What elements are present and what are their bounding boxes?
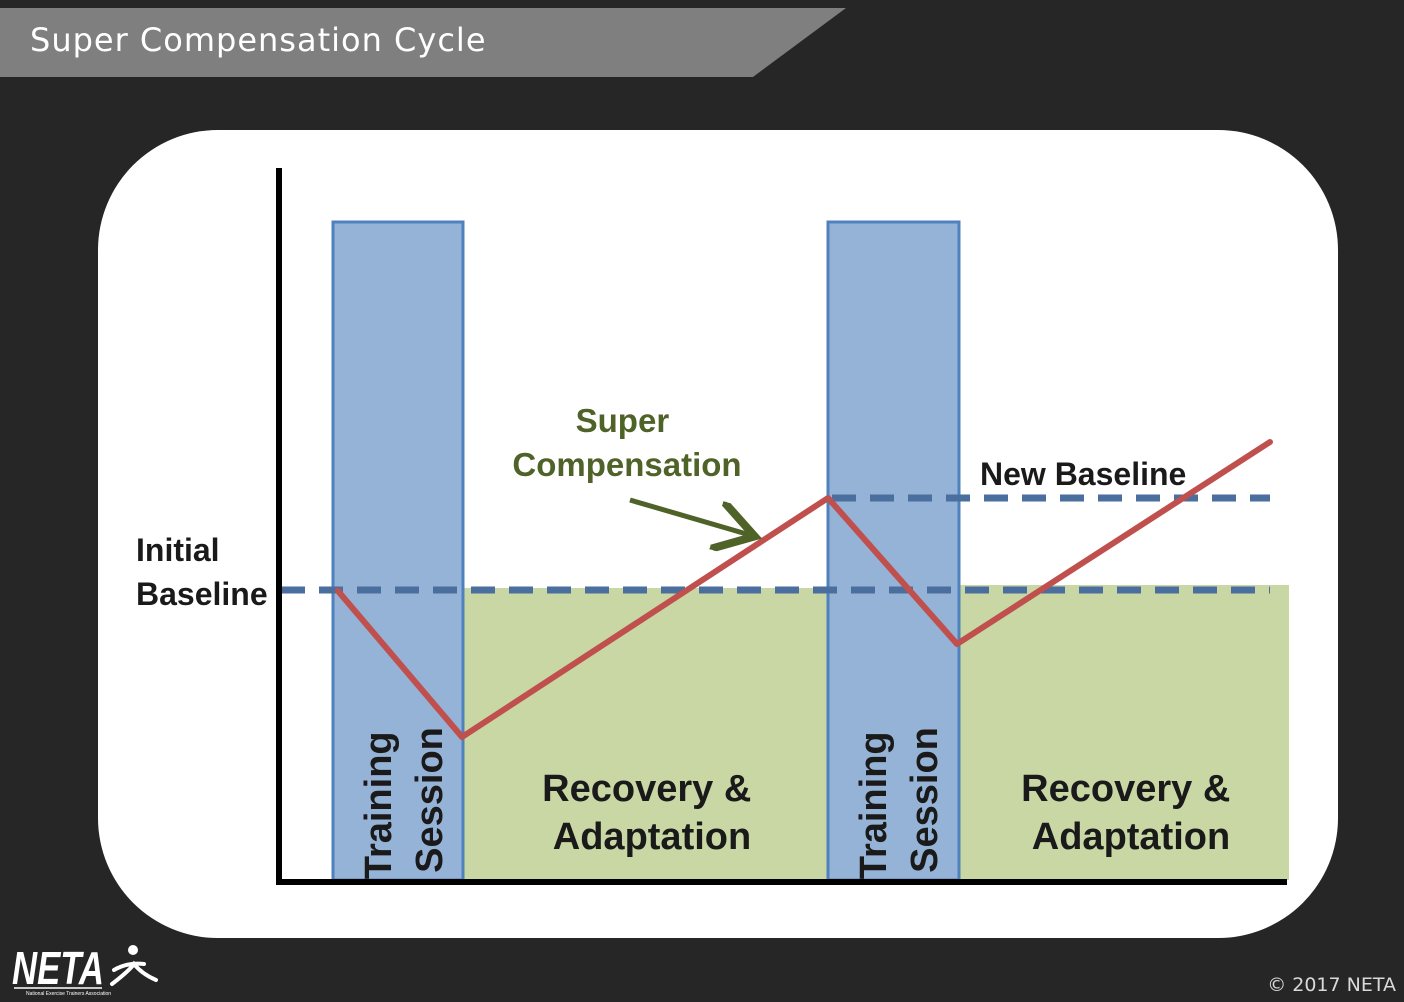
logo-wordmark: NETA xyxy=(12,942,104,994)
neta-logo: NETA National Exercise Trainers Associat… xyxy=(12,942,158,997)
recovery-area-2 xyxy=(959,585,1289,880)
initial-baseline-label-line-2: Baseline xyxy=(136,576,268,612)
super-compensation-label: Super Compensation xyxy=(512,402,741,483)
training-label-1-line-1: Training xyxy=(358,731,400,879)
runner-icon xyxy=(110,945,158,986)
recovery-label-1-line-1: Recovery & xyxy=(542,768,751,810)
training-label-2-line-2: Session xyxy=(904,727,946,873)
recovery-label-1-line-2: Adaptation xyxy=(553,816,751,858)
super-compensation-label-line-2: Compensation xyxy=(512,446,741,483)
recovery-area-1 xyxy=(463,588,827,880)
svg-text:Training Session: Training Session xyxy=(358,721,451,879)
training-label-2-line-1: Training xyxy=(853,731,895,879)
recovery-label-1: Recovery & Adaptation xyxy=(542,768,762,858)
recovery-label-2: Recovery & Adaptation xyxy=(1021,768,1241,858)
training-label-1-line-2: Session xyxy=(409,727,451,873)
performance-curve xyxy=(335,439,1273,740)
initial-baseline-label-line-1: Initial xyxy=(136,532,220,568)
training-session-label-2: Training Session xyxy=(853,721,946,879)
initial-baseline-label: Initial Baseline xyxy=(136,532,268,612)
new-baseline-label: New Baseline xyxy=(980,456,1186,492)
title-banner xyxy=(0,8,846,77)
super-compensation-arrow xyxy=(629,497,750,535)
logo-tagline: National Exercise Trainers Association xyxy=(26,991,111,997)
slide-title: Super Compensation Cycle xyxy=(30,21,487,59)
training-session-bar-2 xyxy=(826,220,961,882)
super-compensation-label-line-1: Super xyxy=(576,402,670,439)
training-session-bar-1 xyxy=(331,220,465,882)
training-session-label-1: Training Session xyxy=(358,721,451,879)
recovery-label-2-line-1: Recovery & xyxy=(1021,768,1230,810)
recovery-label-2-line-2: Adaptation xyxy=(1032,816,1230,858)
svg-text:Training Session: Training Session xyxy=(853,721,946,879)
copyright-notice: © 2017 NETA xyxy=(1267,974,1396,996)
